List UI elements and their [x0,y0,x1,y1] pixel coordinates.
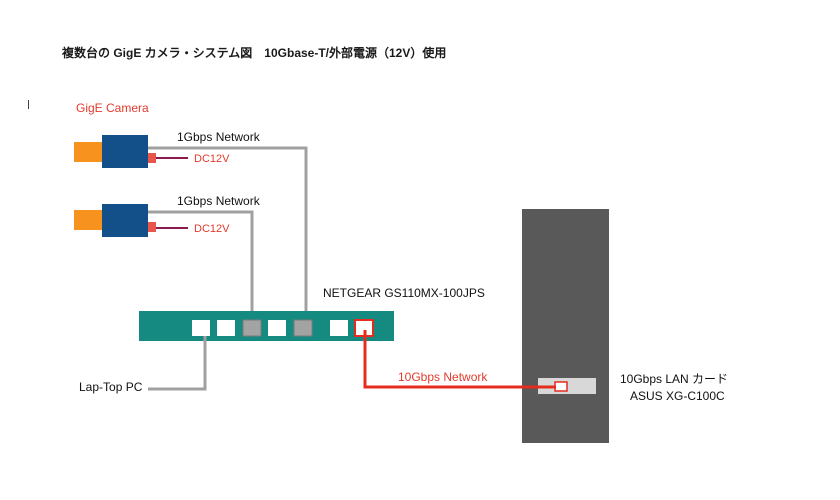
switch-label: NETGEAR GS110MX-100JPS [323,286,485,300]
lan-card-label: 10Gbps LAN カード [620,372,728,386]
camera-2-power-connector [148,222,156,232]
switch-body [139,311,394,341]
ten-gig-network-label: 10Gbps Network [398,370,488,384]
camera-1-power-label: DC12V [194,153,230,165]
laptop-network-cable [148,336,207,391]
switch-port-5 [293,319,313,337]
ten-gig-network-cable [363,330,556,389]
switch-port-1 [192,320,210,336]
laptop-label: Lap-Top PC [79,380,143,394]
camera-2-power-label: DC12V [194,223,230,235]
camera-1-network-cable [148,146,308,322]
switch-port-2 [217,320,235,336]
lan-card-model: ASUS XG-C100C [630,389,725,403]
text-cursor [28,100,29,109]
camera-1-power-connector [148,153,156,163]
camera-2: DC12V [74,204,230,237]
network-switch [139,311,394,341]
diagram-title: 複数台の GigE カメラ・システム図 10Gbase-T/外部電源（12V）使… [61,45,446,60]
camera-2-body [102,204,148,237]
camera-1-lens [74,142,102,162]
lan-card-port [554,381,568,392]
camera-section-label: GigE Camera [76,101,149,115]
camera-1-body [102,135,148,168]
camera-2-lens [74,210,102,230]
switch-port-4 [268,320,286,336]
camera-1: DC12V [74,135,230,168]
camera-1-network-label: 1Gbps Network [177,130,261,144]
camera-2-network-cable [148,210,254,322]
camera-2-network-label: 1Gbps Network [177,194,261,208]
switch-port-6 [330,320,348,336]
pc-tower [522,209,609,443]
switch-port-3 [242,319,262,337]
